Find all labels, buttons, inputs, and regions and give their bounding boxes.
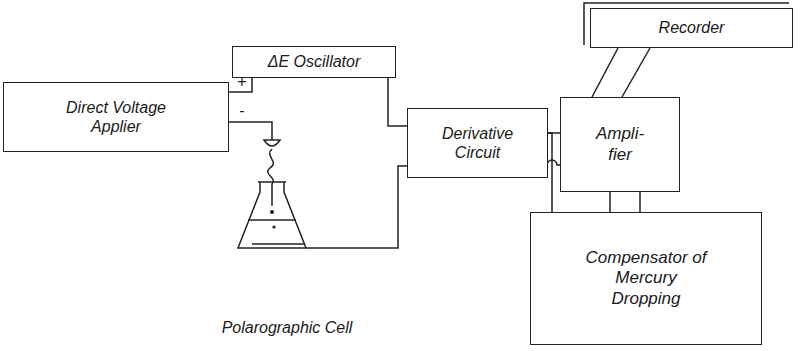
polarographic-cell: Polarographic Cell [212, 132, 362, 347]
box-label: Recorder [659, 18, 725, 37]
mercury-pool [252, 243, 292, 245]
process-box: Compensator of Mercury Dropping [530, 212, 762, 345]
signal-wire [639, 192, 641, 212]
signal-wire [362, 166, 407, 248]
electrode-lead [271, 132, 273, 140]
process-box: Ampli- fier [560, 97, 680, 192]
signal-wire [388, 78, 407, 126]
signal-wire [229, 122, 272, 132]
capillary-tube [268, 149, 274, 206]
box-label: Compensator of Mercury Dropping [584, 248, 709, 309]
process-box: Derivative Circuit [407, 108, 548, 178]
box-label: Ampli- fier [589, 124, 651, 165]
signal-wire [609, 192, 611, 212]
box-label: Direct Voltage Applier [51, 98, 181, 136]
process-box: Recorder [590, 8, 793, 48]
mercury-drop [270, 210, 274, 214]
box-label: Derivative Circuit [428, 124, 528, 162]
cell-illustration [212, 132, 362, 347]
signal-wire [547, 160, 560, 165]
polarity-sign: + [237, 74, 246, 90]
signal-wire [592, 48, 618, 97]
mercury-reservoir [264, 140, 280, 146]
signal-wire [622, 48, 650, 97]
pool-lead [292, 244, 362, 248]
flask-outline [238, 182, 306, 248]
solution-level [248, 219, 296, 221]
polarity-sign: - [239, 103, 244, 119]
mercury-drop [272, 225, 275, 228]
process-box: ΔE Oscillator [232, 46, 396, 78]
process-box: Direct Voltage Applier [3, 82, 229, 152]
signal-wire [548, 133, 552, 212]
cell-label: Polarographic Cell [222, 318, 353, 337]
box-label: ΔE Oscillator [268, 52, 361, 71]
